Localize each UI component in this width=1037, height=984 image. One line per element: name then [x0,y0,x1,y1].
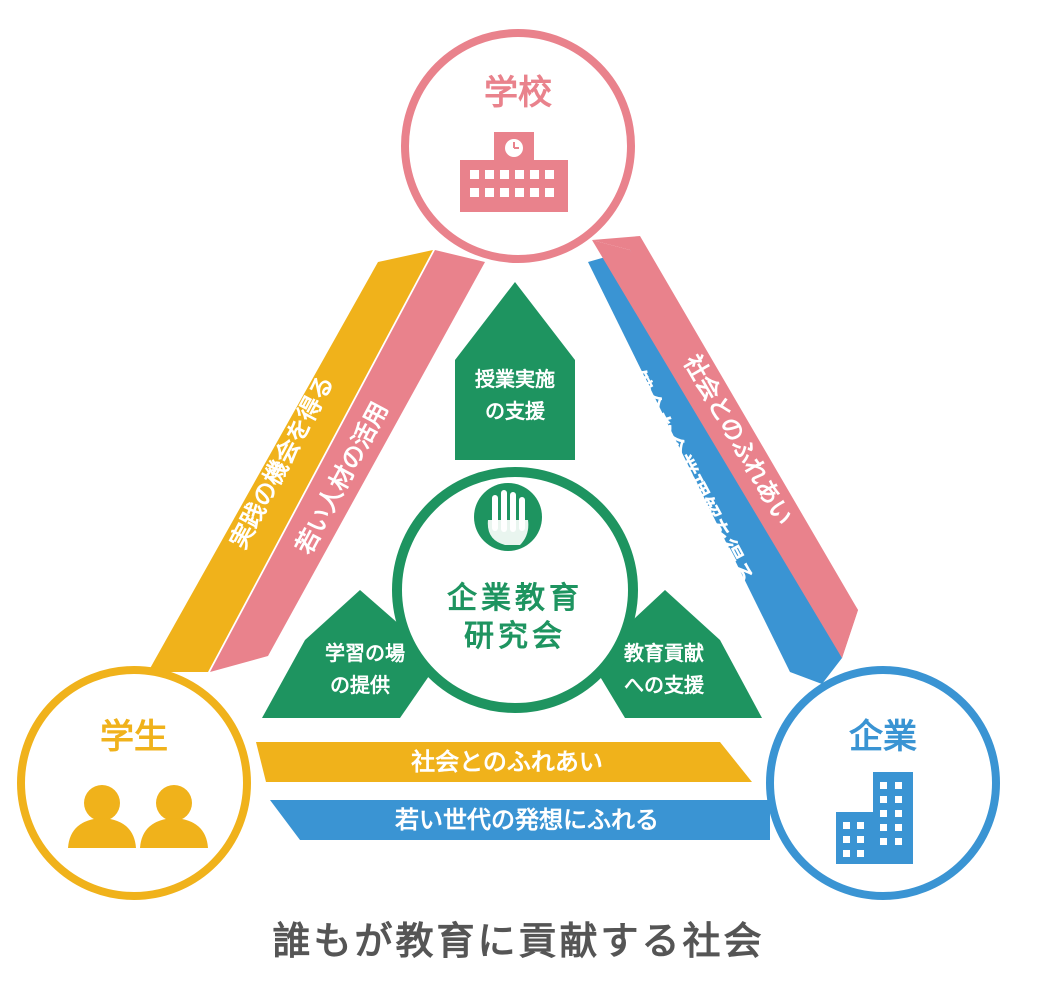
band-label-company-to-student: 社会とのふれあい [411,748,603,776]
school-building-icon [460,132,568,212]
node-school-label: 学校 [484,73,552,113]
arm-top-line2: の支援 [485,399,546,423]
band-company-to-student: 社会とのふれあい [256,742,752,782]
caption: 誰もが教育に貢献する社会 [272,919,765,963]
center-triangle [262,282,762,718]
center-title-line1: 企業教育 [447,581,583,616]
arm-left [262,590,440,718]
center-circle [392,467,638,713]
office-building-icon [836,772,913,864]
node-student: 学生 [17,666,251,900]
hands-icon [474,483,542,551]
arm-right-line2: への支援 [624,673,705,697]
node-company: 企業 [766,666,1000,900]
node-school: 学校 [401,29,635,263]
node-company-label: 企業 [849,717,917,757]
students-icon [68,785,208,848]
arm-top-line1: 授業実施 [475,367,555,391]
band-label-student-to-company: 若い世代の発想にふれる [394,806,659,834]
arm-left-line2: の提供 [330,673,390,697]
arm-left-line1: 学習の場 [325,641,405,665]
band-student-to-company: 若い世代の発想にふれる [270,800,770,840]
center-title-line2: 研究会 [464,619,566,654]
arm-top [455,282,575,460]
arm-right-line1: 教育貢献 [624,641,704,665]
node-student-label: 学生 [100,717,168,757]
